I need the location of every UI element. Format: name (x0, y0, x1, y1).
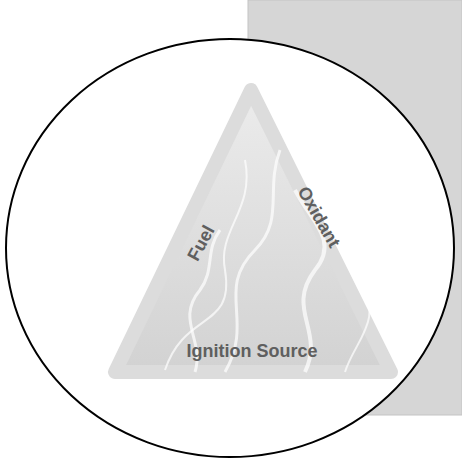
frame-circle (6, 39, 454, 457)
flame-wisp (225, 150, 280, 372)
fire-triangle-node: FuelOxidantIgnition Source (105, 80, 401, 382)
triangle-side-label: Ignition Source (186, 342, 317, 360)
triangle-shape (115, 90, 391, 372)
fire-triangle (105, 80, 401, 382)
flame-wisp (165, 160, 247, 370)
flame-wisp (345, 280, 370, 372)
